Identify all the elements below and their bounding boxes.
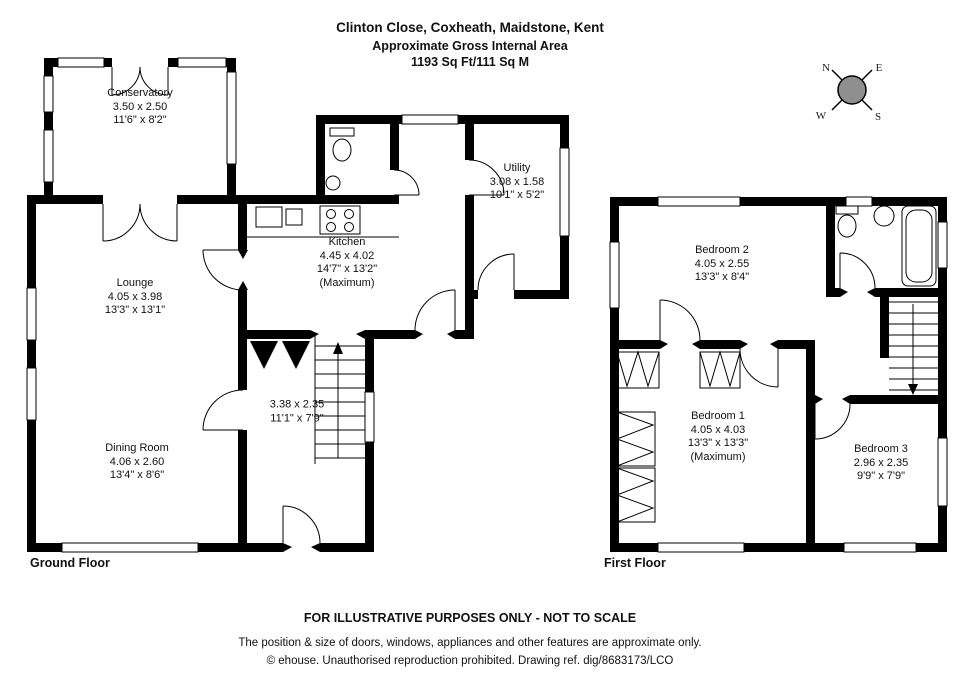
first-floor-label: First Floor — [604, 556, 666, 570]
wc-toilet-icon — [329, 127, 355, 162]
footer-copyright: © ehouse. Unauthorised reproduction proh… — [266, 655, 674, 667]
footer-disclaimer: FOR ILLUSTRATIVE PURPOSES ONLY - NOT TO … — [303, 611, 637, 625]
kitchen-sink-icon — [255, 206, 303, 228]
stairs-down-icon — [889, 301, 938, 395]
compass-north-label: N — [822, 62, 830, 74]
first-floor-walls — [610, 197, 947, 552]
footer: FOR ILLUSTRATIVE PURPOSES ONLY - NOT TO … — [0, 611, 940, 670]
room-label-bedroom1: Bedroom 1 4.05 x 4.03 13'3" x 13'3" (Max… — [687, 410, 749, 463]
room-label-kitchen: Kitchen 4.45 x 4.02 14'7" x 13'2" (Maxim… — [316, 236, 378, 289]
header-subtitle: Approximate Gross Internal Area — [372, 39, 568, 53]
compass-east-label: E — [876, 62, 883, 74]
compass-icon: N E W S — [816, 62, 883, 123]
wc-sink-icon — [325, 175, 341, 191]
footer-note: The position & size of doors, windows, a… — [238, 637, 702, 649]
first-floor-windows — [609, 196, 948, 553]
ground-floor-doors — [102, 66, 515, 544]
stairs-up-icon — [250, 334, 365, 464]
ground-floor-windows — [26, 57, 570, 553]
room-label-lounge: Lounge 4.05 x 3.98 13'3" x 13'1" — [104, 276, 166, 316]
bath-icon — [901, 205, 937, 287]
room-label-dining-room: Dining Room 4.06 x 2.60 13'4" x 8'6" — [105, 441, 169, 481]
hob-icon — [319, 205, 361, 235]
room-label-bedroom3: Bedroom 3 2.96 x 2.35 9'9" x 7'9" — [853, 442, 909, 482]
room-label-conservatory: Conservatory 3.50 x 2.50 11'6" x 8'2" — [107, 86, 173, 126]
bathroom-sink-icon — [873, 205, 895, 227]
room-label-bedroom2: Bedroom 2 4.05 x 2.55 13'3" x 8'4" — [694, 243, 750, 283]
compass-south-label: S — [875, 111, 881, 123]
ground-floor-plan — [26, 57, 570, 553]
ground-floor-label: Ground Floor — [30, 556, 110, 570]
page-title: Clinton Close, Coxheath, Maidstone, Kent — [336, 20, 604, 35]
compass-west-label: W — [816, 110, 827, 122]
opening-markers-first — [660, 288, 875, 404]
first-floor-doors — [659, 252, 876, 440]
wardrobe-icons — [615, 350, 741, 523]
first-floor-plan — [609, 196, 948, 553]
room-label-hall: 3.38 x 2.35 11'1" x 7'9" — [269, 398, 325, 425]
opening-markers-ground — [238, 250, 455, 552]
header: Clinton Close, Coxheath, Maidstone, Kent… — [0, 20, 940, 70]
room-label-utility: Utility 3.08 x 1.58 10'1" x 5'2" — [489, 161, 545, 201]
header-area: 1193 Sq Ft/111 Sq M — [410, 55, 530, 69]
bathroom-toilet-icon — [835, 205, 859, 238]
